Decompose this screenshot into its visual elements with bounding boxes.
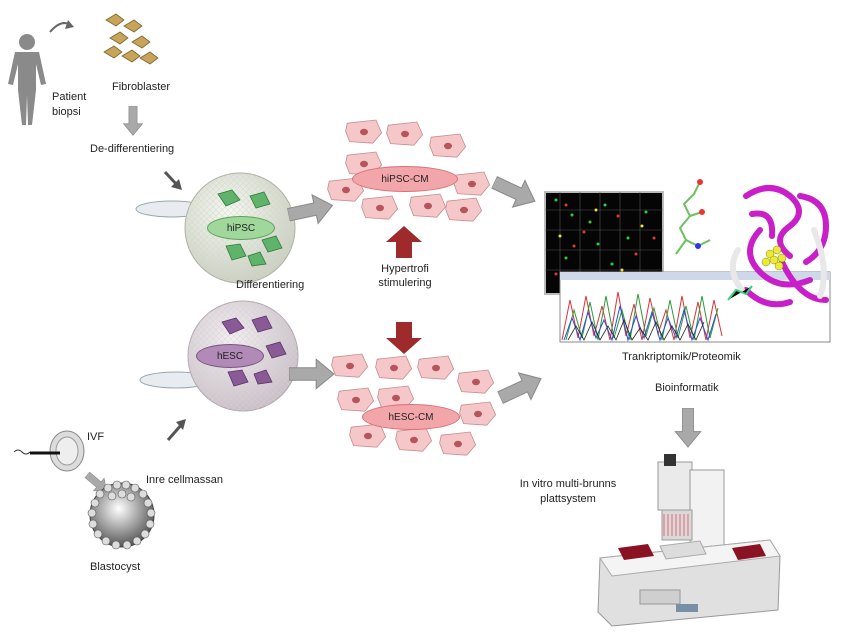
node-hipsc: hiPSC [207, 216, 275, 240]
ligand-ball-cluster [761, 245, 787, 271]
label-transcriptomics: Trankriptomik/Proteomik [622, 351, 741, 363]
hypertrophy-up-arrow [386, 226, 422, 258]
label-blastocyst: Blastocyst [90, 561, 141, 573]
node-hipsc-cm: hiPSC-CM [352, 166, 458, 192]
label-dedifferentiation: De-differentiering [90, 143, 175, 155]
node-hesc: hESC [196, 344, 264, 368]
label-multiwell-line1: In vitro multi-brunns [519, 478, 617, 490]
label-biopsy: biopsi [52, 106, 81, 118]
blastocyst-icon [87, 480, 156, 550]
label-differentiation: Differentiering [236, 279, 305, 291]
label-hypertrophy-line2: stimulering [378, 277, 432, 289]
label-multiwell-line2: plattsystem [540, 493, 596, 505]
protein-structure-icon [729, 185, 830, 308]
label-ivf: IVF [87, 431, 105, 443]
label-fibroblasts: Fibroblaster [112, 81, 171, 93]
ligand-stick-icon [727, 285, 753, 301]
hypertrophy-down-arrow [386, 322, 422, 354]
ivf-egg-icon [13, 430, 85, 472]
patient-figure-icon [8, 34, 46, 125]
label-bioinformatics: Bioinformatik [655, 382, 719, 394]
ligand-molecule-icon [675, 179, 711, 255]
label-hypertrophy-line1: Hypertrofi [381, 263, 429, 275]
node-hesc-cm: hESC-CM [362, 404, 460, 430]
fibroblast-cluster-icon [103, 13, 159, 65]
label-inner-cell-mass: Inre cellmassan [146, 474, 224, 486]
multiwell-robot-image [597, 454, 781, 627]
label-patient: Patient [52, 91, 87, 103]
